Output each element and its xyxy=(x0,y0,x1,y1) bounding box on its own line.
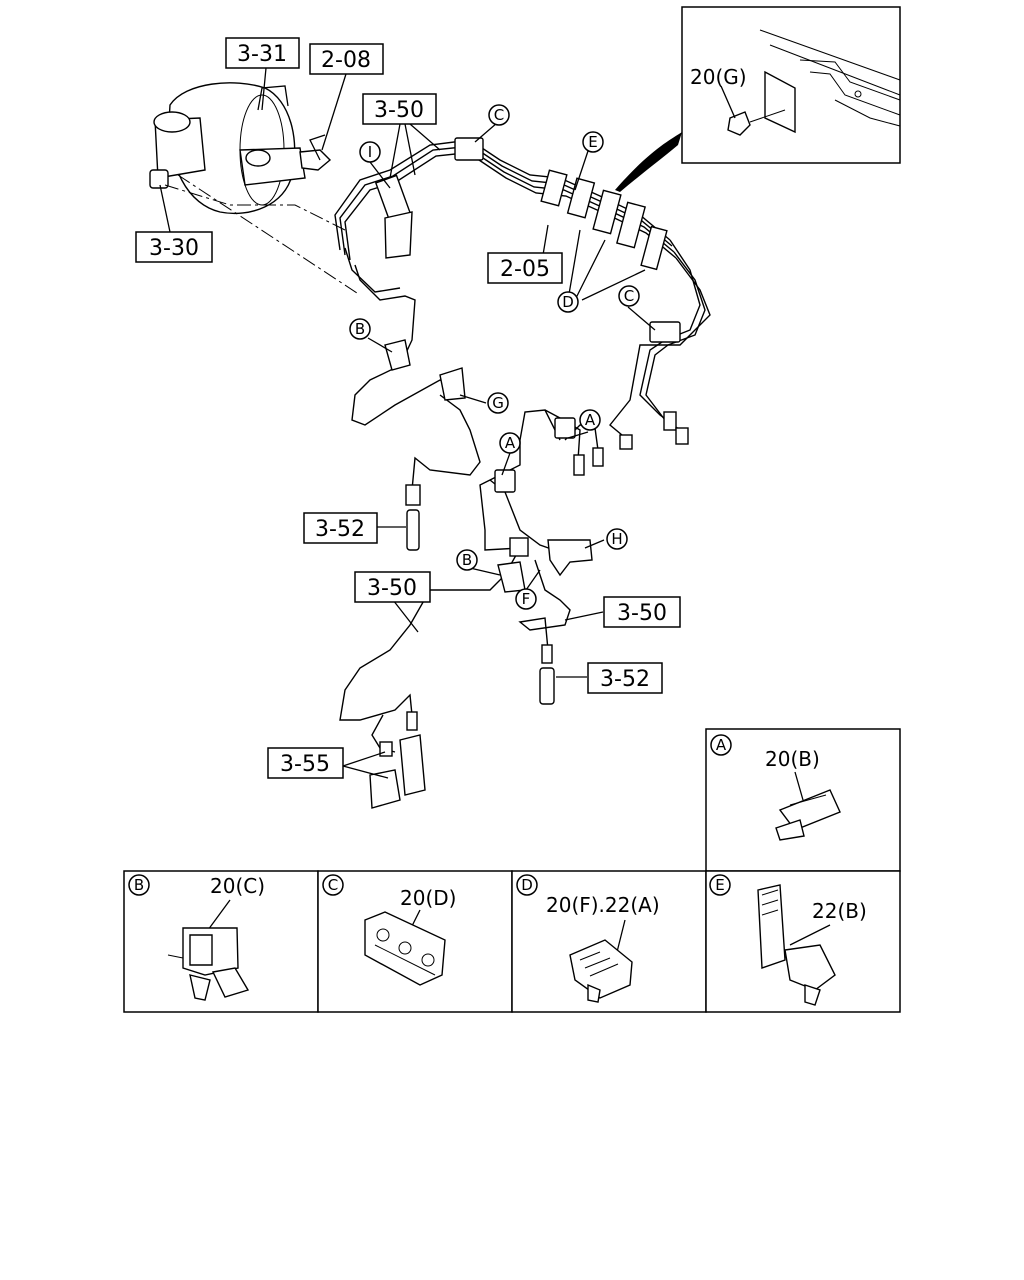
fittings xyxy=(369,137,689,809)
detail-panel-A: A 20(B) xyxy=(705,728,901,872)
svg-text:20(G): 20(G) xyxy=(690,65,747,89)
svg-text:3-31: 3-31 xyxy=(237,42,287,67)
svg-text:3-50: 3-50 xyxy=(367,576,417,601)
svg-text:2-08: 2-08 xyxy=(321,48,371,73)
svg-text:D: D xyxy=(562,293,574,311)
marker-D: D xyxy=(557,291,579,313)
callout-3-31: 3-31 xyxy=(225,37,300,69)
detail-panel-D: D 20(F).22(A) xyxy=(511,870,707,1013)
svg-text:22(B): 22(B) xyxy=(812,899,867,923)
svg-text:20(F).22(A): 20(F).22(A) xyxy=(546,893,660,917)
svg-text:F: F xyxy=(522,590,531,608)
brake-booster-assembly xyxy=(149,82,361,296)
svg-text:A: A xyxy=(585,411,596,429)
svg-text:B: B xyxy=(462,551,472,569)
svg-text:B: B xyxy=(355,320,365,338)
svg-text:A: A xyxy=(505,434,516,452)
svg-text:C: C xyxy=(328,876,338,894)
svg-text:20(C): 20(C) xyxy=(210,874,265,898)
svg-text:C: C xyxy=(494,106,504,124)
callout-3-30: 3-30 xyxy=(135,231,213,263)
marker-B-top: B xyxy=(349,318,371,340)
svg-text:3-50: 3-50 xyxy=(617,601,667,626)
callout-3-52-right: 3-52 xyxy=(587,662,663,694)
svg-text:E: E xyxy=(588,133,597,151)
marker-B-bottom: B xyxy=(456,549,478,571)
detail-panel-B: B 20(C) xyxy=(123,870,319,1013)
detail-panel-E: E 22(B) xyxy=(705,870,901,1013)
svg-text:2-05: 2-05 xyxy=(500,257,550,282)
marker-F: F xyxy=(515,588,537,610)
svg-text:E: E xyxy=(715,876,724,894)
svg-text:D: D xyxy=(521,876,533,894)
svg-text:20(B): 20(B) xyxy=(765,747,820,771)
svg-text:3-30: 3-30 xyxy=(149,236,199,261)
svg-text:3-52: 3-52 xyxy=(315,517,365,542)
svg-text:3-55: 3-55 xyxy=(280,752,330,777)
marker-E: E xyxy=(582,131,604,153)
svg-text:H: H xyxy=(611,530,622,548)
svg-text:I: I xyxy=(368,143,372,161)
marker-C-right: C xyxy=(618,285,640,307)
svg-text:A: A xyxy=(716,736,727,754)
callout-2-05: 2-05 xyxy=(487,252,563,284)
marker-I: I xyxy=(359,141,381,163)
svg-text:3-50: 3-50 xyxy=(374,98,424,123)
marker-A-left: A xyxy=(499,432,521,454)
inset-detail-g: 20(G) xyxy=(615,6,901,192)
callout-2-08: 2-08 xyxy=(309,43,384,75)
detail-panel-C: C 20(D) xyxy=(317,870,513,1013)
svg-text:3-52: 3-52 xyxy=(600,667,650,692)
callout-3-52-left: 3-52 xyxy=(303,512,378,544)
svg-text:C: C xyxy=(624,287,634,305)
svg-text:G: G xyxy=(492,394,504,412)
callout-3-50-right: 3-50 xyxy=(603,596,681,628)
svg-text:B: B xyxy=(134,876,144,894)
marker-G: G xyxy=(487,392,509,414)
svg-text:20(D): 20(D) xyxy=(400,886,456,910)
leader-lines xyxy=(159,67,656,779)
marker-A-right: A xyxy=(579,409,601,431)
marker-H: H xyxy=(606,528,628,550)
marker-C-top: C xyxy=(488,104,510,126)
callout-3-55: 3-55 xyxy=(267,747,344,779)
callout-3-50-mid: 3-50 xyxy=(354,571,431,603)
callout-3-50-top: 3-50 xyxy=(362,93,437,125)
